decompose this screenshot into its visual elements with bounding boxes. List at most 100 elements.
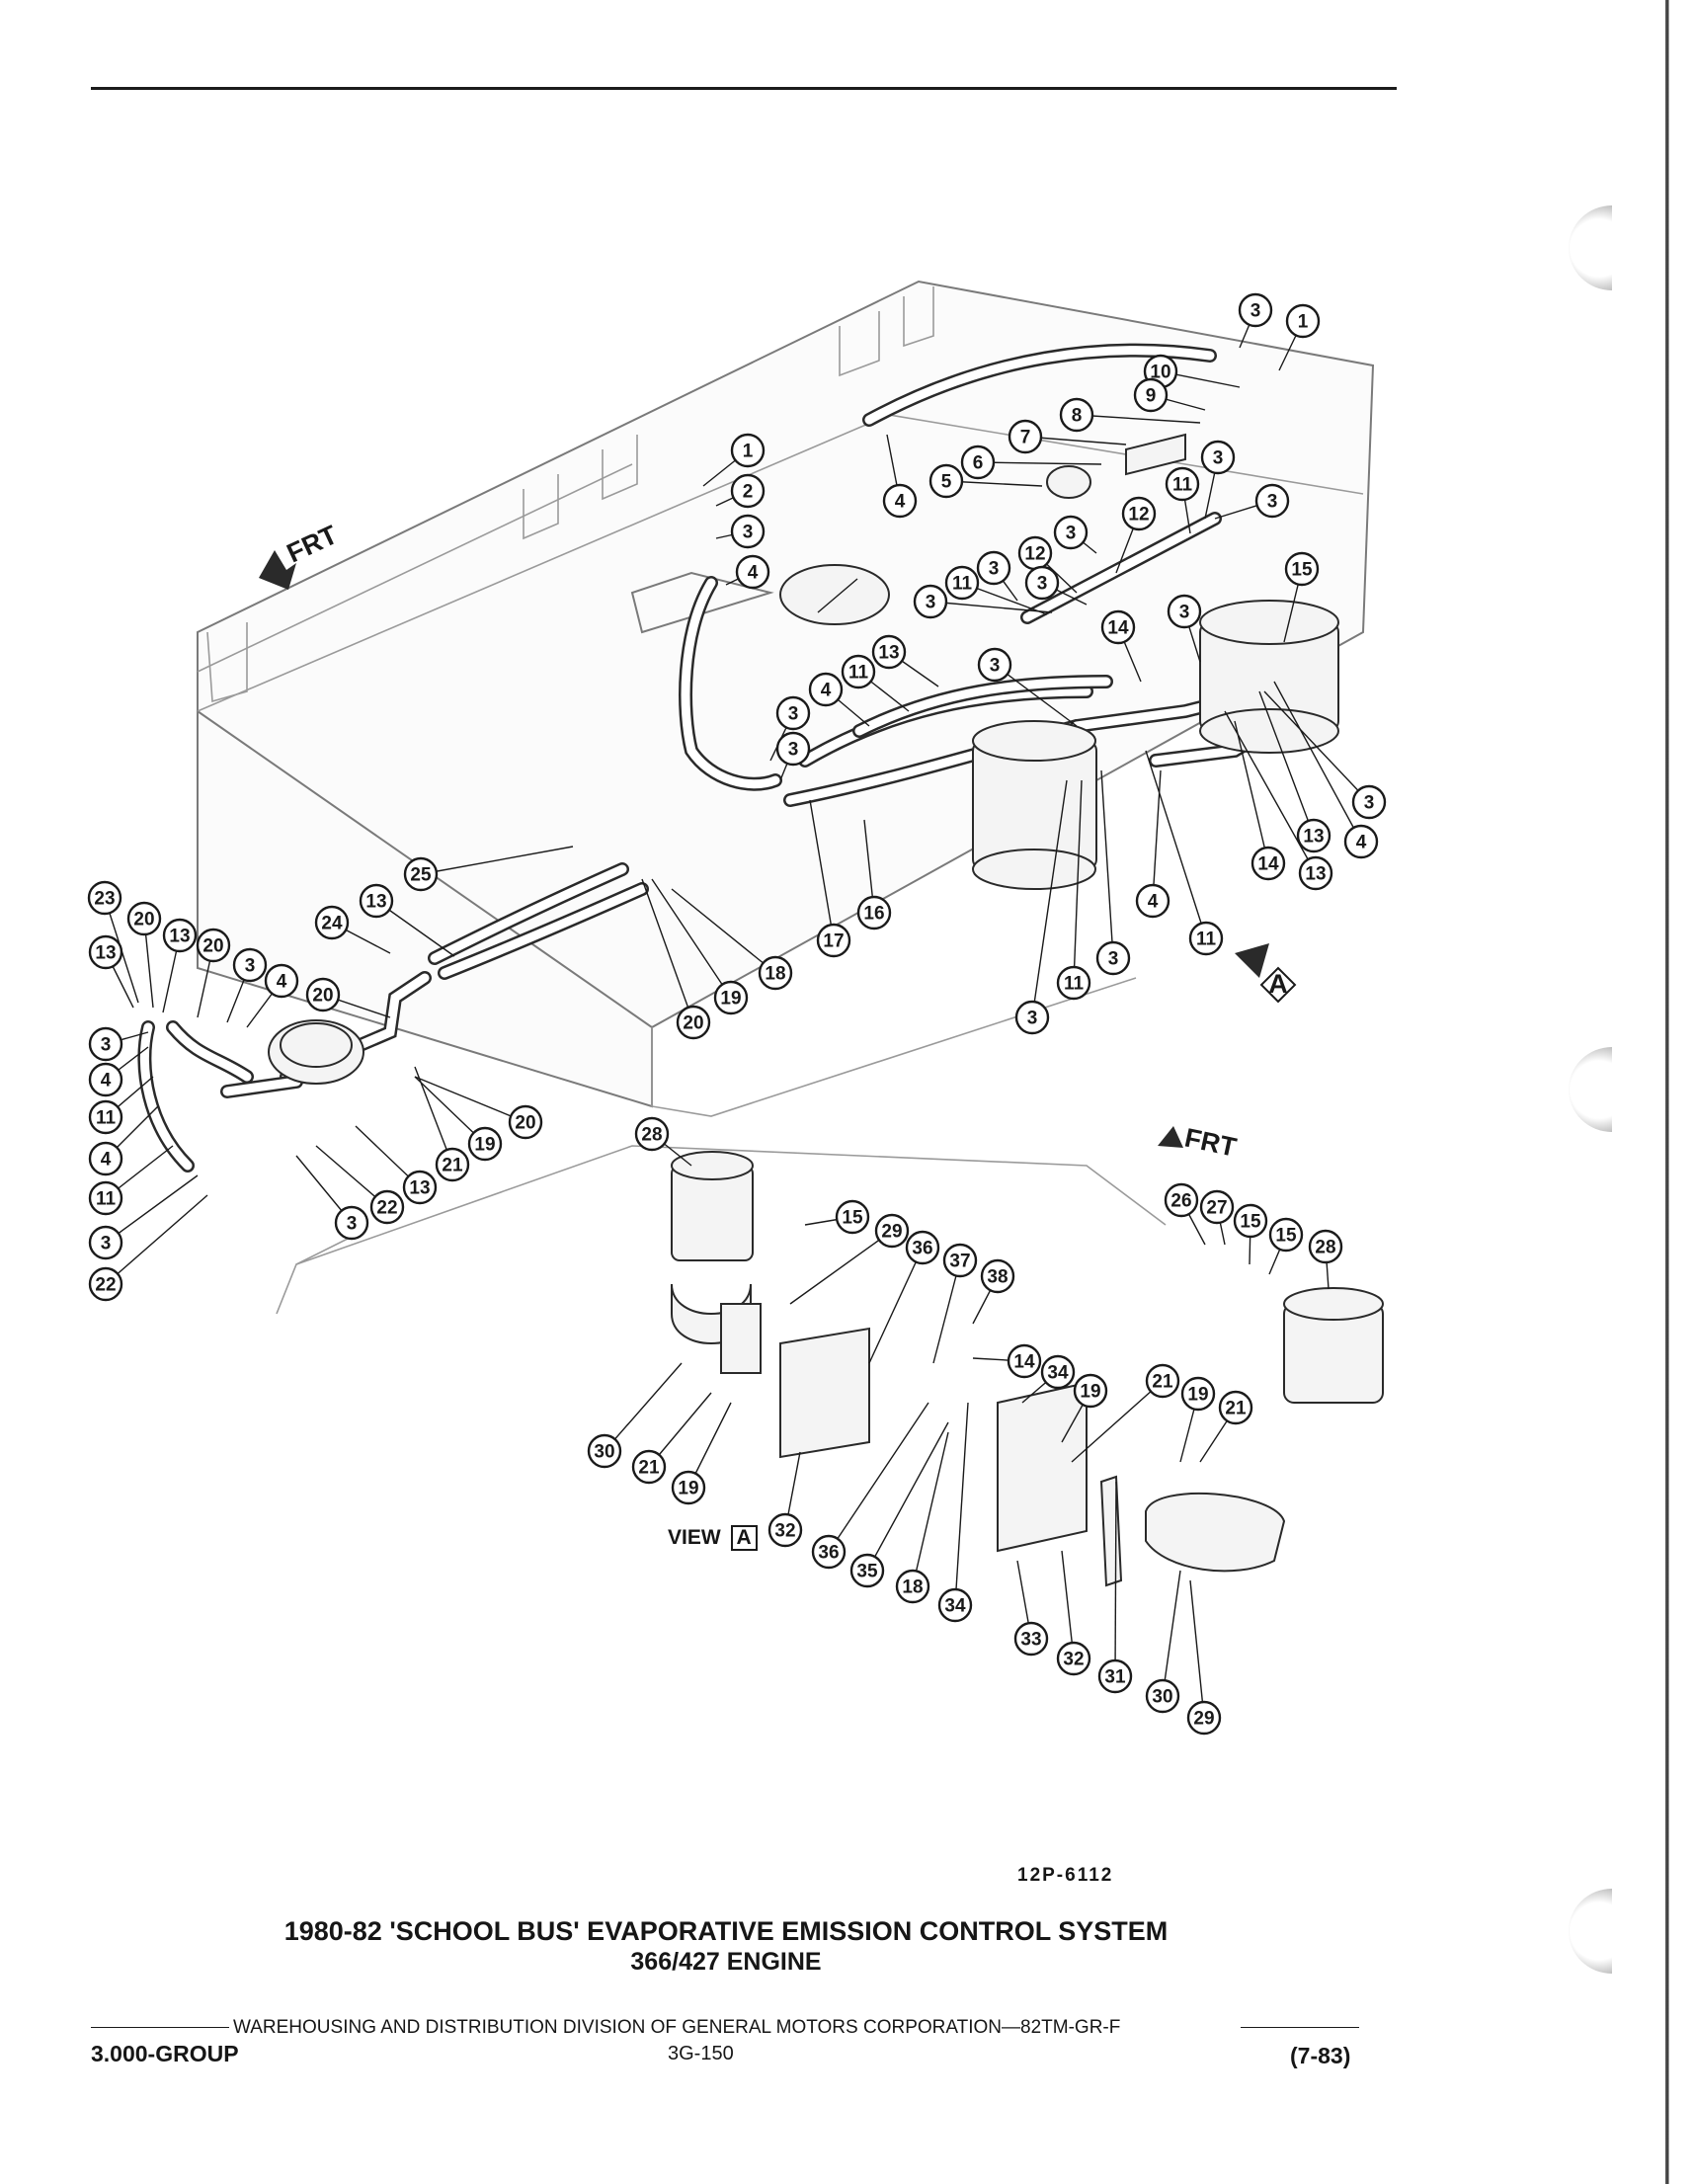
callout-3: 3 <box>232 947 268 983</box>
callout-leader-13 <box>1224 710 1317 874</box>
view-a-box: A <box>730 1525 758 1551</box>
callout-leader-22 <box>105 1194 208 1285</box>
svg-text:7: 7 <box>1020 428 1031 448</box>
svg-text:20: 20 <box>683 1013 703 1034</box>
svg-text:19: 19 <box>678 1479 698 1499</box>
svg-text:FRT: FRT <box>1182 1123 1240 1163</box>
callout-2: 2 <box>730 473 766 509</box>
callout-13: 13 <box>1296 818 1331 853</box>
callout-leader-35 <box>866 1421 949 1572</box>
svg-text:16: 16 <box>863 904 884 925</box>
callout-leader-8 <box>1076 414 1201 424</box>
callout-29: 29 <box>1186 1700 1222 1736</box>
svg-text:29: 29 <box>881 1222 902 1243</box>
svg-text:15: 15 <box>1275 1226 1297 1247</box>
svg-text:4: 4 <box>821 681 832 701</box>
footer-rule-left <box>91 2027 229 2028</box>
svg-text:4: 4 <box>277 972 287 993</box>
callout-leader-18 <box>912 1431 949 1587</box>
callout-6: 6 <box>960 445 996 480</box>
callout-33: 33 <box>1013 1621 1049 1657</box>
svg-text:4: 4 <box>748 563 759 584</box>
view-a-strap-left <box>671 1283 762 1374</box>
callout-11: 11 <box>1056 965 1091 1001</box>
callout-15: 15 <box>1268 1217 1304 1253</box>
callout-leader-3 <box>1100 769 1114 959</box>
footer-rule-right <box>1241 2027 1359 2028</box>
callout-1: 1 <box>730 433 766 468</box>
callout-leader-11 <box>1145 750 1207 939</box>
view-a-bracket-right <box>997 1381 1088 1553</box>
svg-text:14: 14 <box>1013 1352 1035 1373</box>
callout-15: 15 <box>1284 551 1320 587</box>
callout-3: 3 <box>334 1205 369 1241</box>
svg-text:3: 3 <box>245 956 256 977</box>
svg-text:3: 3 <box>990 656 1001 677</box>
svg-text:18: 18 <box>765 964 785 985</box>
svg-text:30: 30 <box>594 1442 614 1463</box>
callout-leader-34 <box>954 1402 969 1606</box>
svg-text:10: 10 <box>1150 363 1170 383</box>
callout-leader-30 <box>604 1362 683 1452</box>
svg-text:12: 12 <box>1024 544 1045 565</box>
callout-4: 4 <box>1343 824 1379 859</box>
footer-publisher-line: WAREHOUSING AND DISTRIBUTION DIVISION OF… <box>233 2017 1121 2038</box>
svg-text:14: 14 <box>1257 854 1279 875</box>
callout-leader-20 <box>641 878 694 1023</box>
callout-21: 21 <box>631 1449 667 1485</box>
callout-leader-4 <box>1152 769 1162 902</box>
svg-text:15: 15 <box>842 1208 863 1229</box>
svg-text:21: 21 <box>638 1458 660 1479</box>
svg-text:14: 14 <box>1107 618 1129 639</box>
callout-20: 20 <box>508 1104 543 1140</box>
callout-8: 8 <box>1059 397 1094 433</box>
svg-text:17: 17 <box>823 931 844 952</box>
callout-leader-20 <box>414 1076 526 1123</box>
callout-19: 19 <box>467 1126 503 1162</box>
callout-3: 3 <box>1238 292 1273 328</box>
svg-text:22: 22 <box>376 1198 397 1219</box>
svg-text:20: 20 <box>133 910 154 930</box>
callout-leader-6 <box>977 461 1102 465</box>
callout-11: 11 <box>1188 921 1224 956</box>
callout-leader-36 <box>868 1247 924 1364</box>
view-a-canister-left <box>671 1151 754 1261</box>
callout-22: 22 <box>88 1266 123 1302</box>
callout-13: 13 <box>162 918 198 953</box>
callout-leader-3 <box>994 664 1078 727</box>
callout-14: 14 <box>1250 846 1286 881</box>
figure-number: 12P-6112 <box>1017 1865 1114 1886</box>
svg-text:36: 36 <box>912 1239 932 1259</box>
tank-filler-cap <box>779 564 890 625</box>
svg-text:3: 3 <box>1250 301 1261 322</box>
callout-27: 27 <box>1199 1189 1235 1225</box>
callout-4: 4 <box>88 1062 123 1097</box>
svg-text:34: 34 <box>1047 1363 1069 1384</box>
svg-text:20: 20 <box>312 986 333 1007</box>
callout-25: 25 <box>403 856 439 892</box>
callout-leader-31 <box>1114 1481 1117 1677</box>
svg-text:4: 4 <box>1356 833 1367 853</box>
callout-11: 11 <box>841 654 876 689</box>
svg-text:3: 3 <box>788 740 799 761</box>
callout-21: 21 <box>1145 1363 1180 1399</box>
view-a-bracket-left <box>779 1327 870 1459</box>
callout-14: 14 <box>1007 1343 1042 1379</box>
svg-text:35: 35 <box>856 1562 878 1582</box>
callout-34: 34 <box>937 1587 973 1623</box>
callout-leader-17 <box>809 799 835 941</box>
svg-text:4: 4 <box>101 1071 112 1092</box>
svg-text:24: 24 <box>321 914 343 934</box>
callout-leader-3 <box>929 601 1053 613</box>
callout-12: 12 <box>1121 496 1157 531</box>
callout-3: 3 <box>1351 784 1387 820</box>
callout-leader-18 <box>671 888 776 974</box>
callout-3: 3 <box>1024 565 1060 601</box>
callout-3: 3 <box>1053 515 1089 550</box>
callout-19: 19 <box>1180 1376 1216 1412</box>
callout-18: 18 <box>895 1569 930 1604</box>
svg-text:27: 27 <box>1206 1198 1227 1219</box>
callout-38: 38 <box>980 1258 1015 1294</box>
callout-13: 13 <box>88 934 123 970</box>
